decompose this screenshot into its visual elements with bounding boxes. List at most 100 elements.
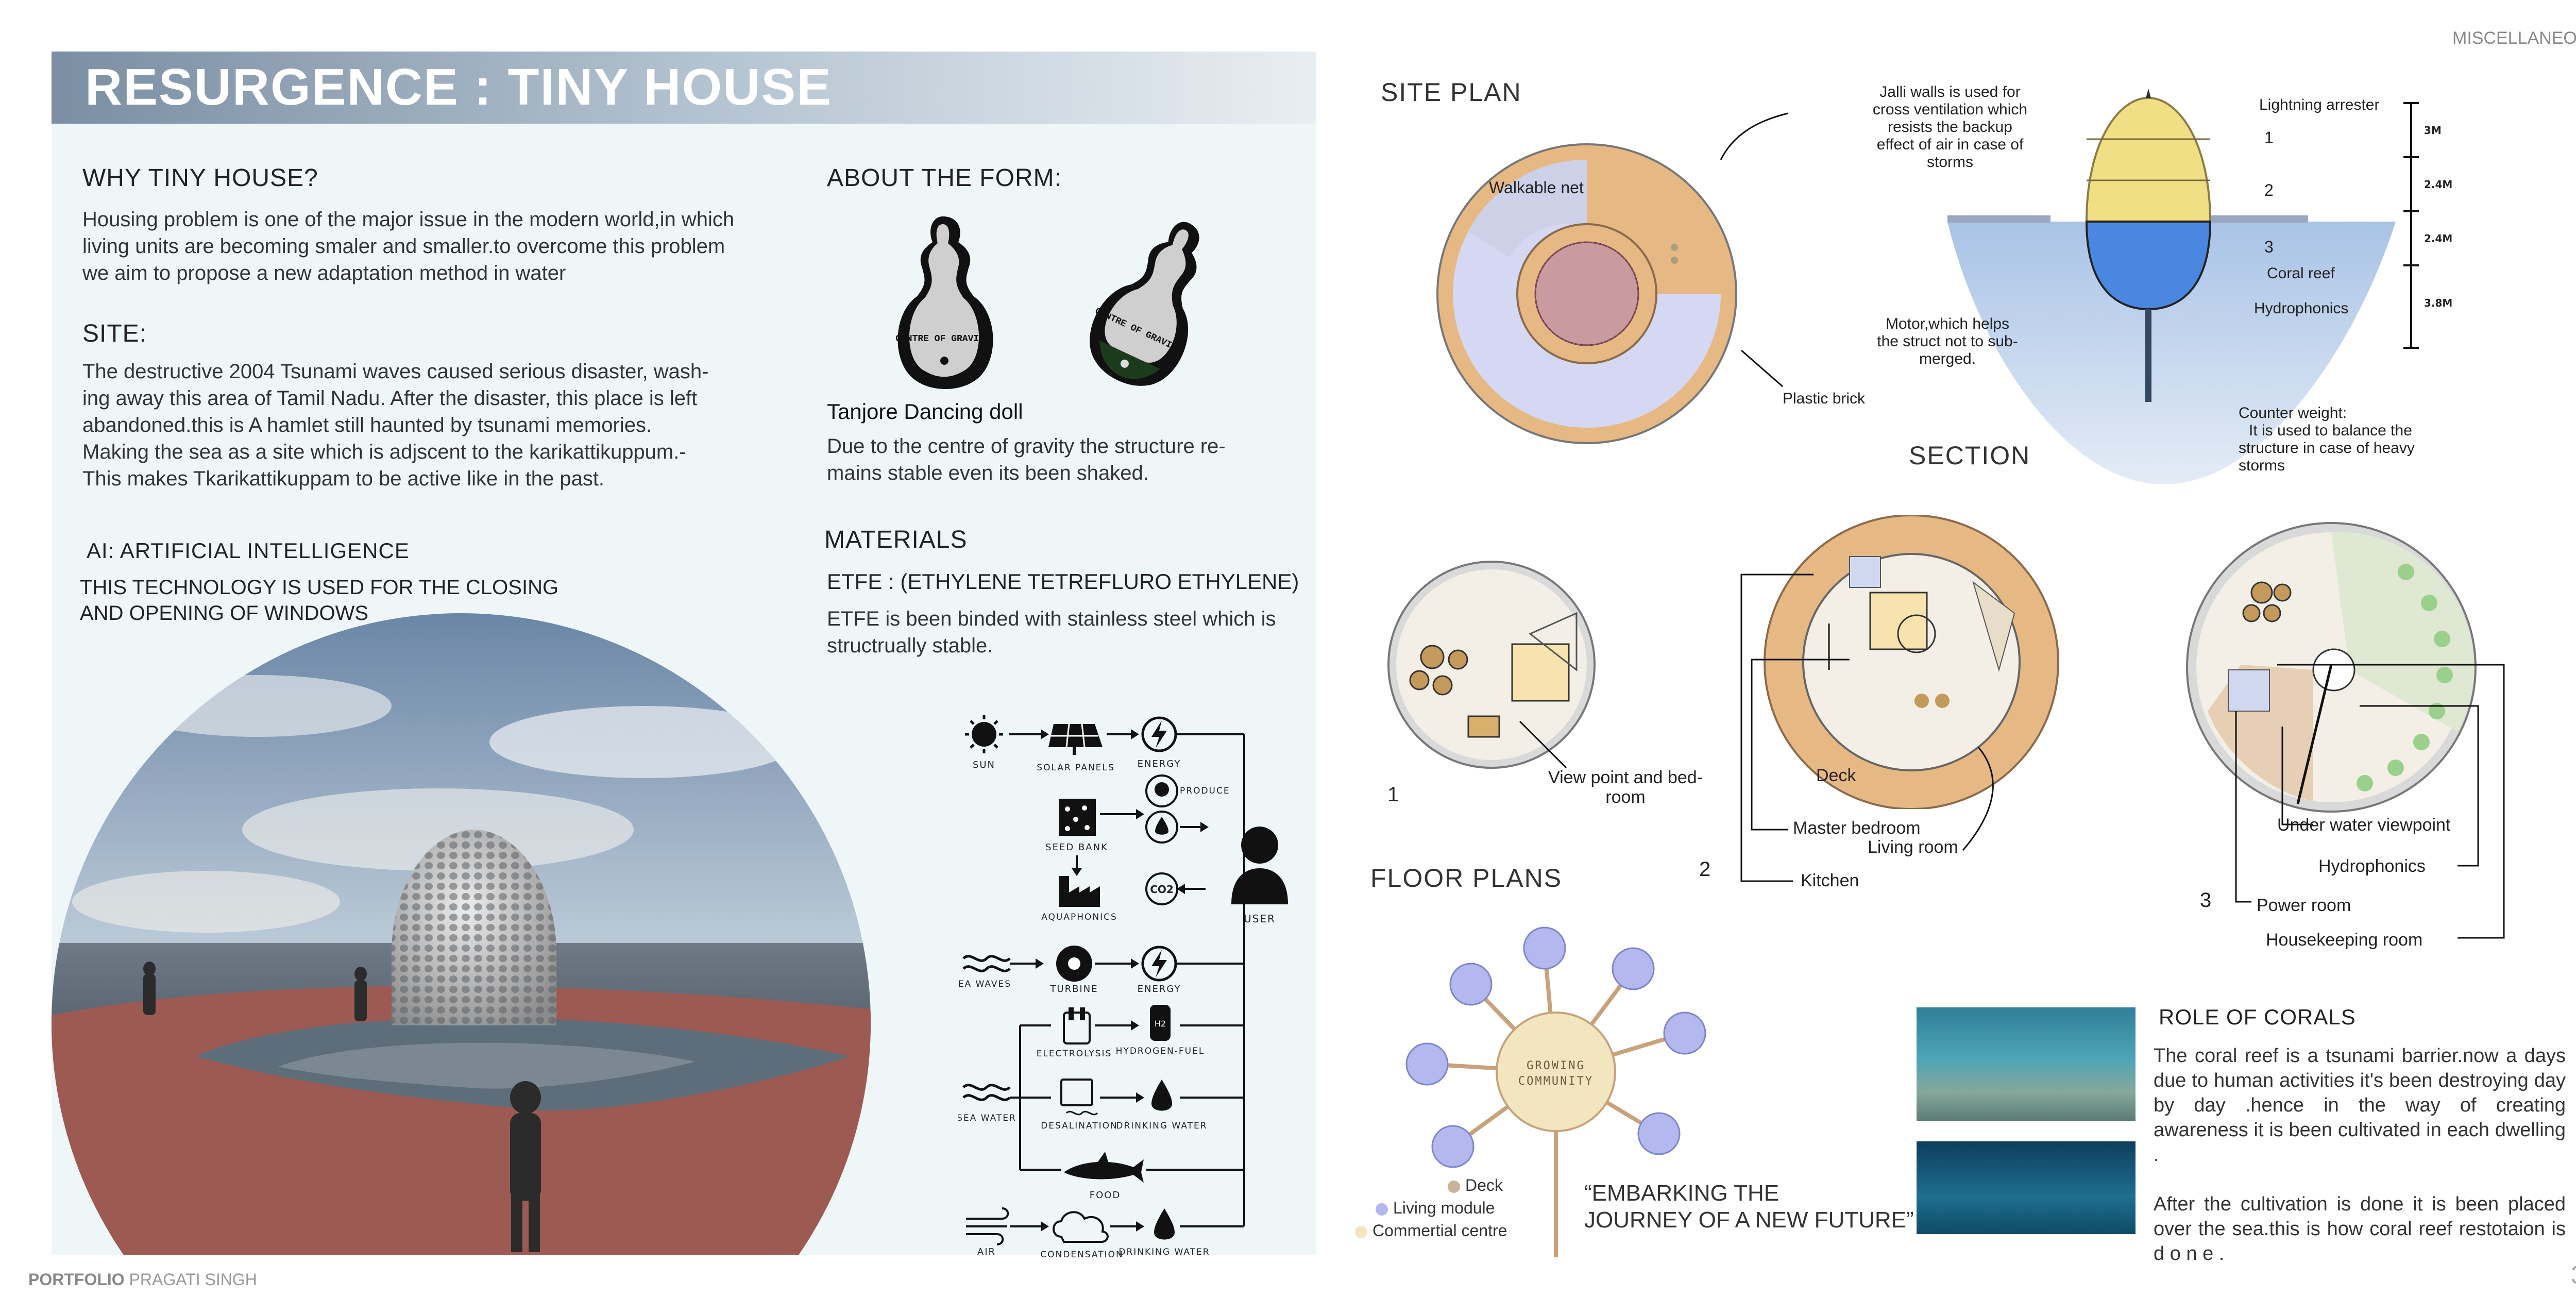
air-label: AIR	[977, 1246, 996, 1257]
quote-line: “EMBARKING THE	[1584, 1181, 1780, 1206]
floor-1-view-label: View point and bed- room	[1530, 768, 1721, 807]
condensation-label: CONDENSATION	[1040, 1250, 1123, 1257]
h2-label: H2	[1155, 1019, 1166, 1029]
floor-1-number: 1	[1387, 783, 1399, 806]
leader-lines	[1720, 112, 1788, 388]
jalli-line: Jalli walls is used for	[1879, 83, 2021, 100]
plastic-brick-label: Plastic brick	[1783, 390, 1866, 407]
page-title: RESURGENCE : TINY HOUSE	[85, 58, 832, 116]
community-legend: Deck Living module Commertial centre	[1355, 1174, 1507, 1242]
jalli-line: storms	[1927, 154, 1973, 171]
form-line: Due to the centre of gravity the structu…	[827, 435, 1226, 458]
electrolysis-icon	[1063, 1007, 1091, 1045]
footer-credit: PORTFOLIO PRAGATI SINGH	[28, 1270, 257, 1289]
user-label: USER	[1244, 913, 1276, 925]
legend-label: Living module	[1393, 1199, 1495, 1217]
energy-label: ENERGY	[1138, 759, 1181, 769]
counter-line: structure in case of heavy	[2239, 440, 2415, 457]
arrow-icon	[1072, 855, 1082, 876]
cloud-icon	[1053, 1211, 1109, 1243]
water-drop-icon	[1151, 1080, 1172, 1111]
dim-label: 2.4M	[2424, 232, 2452, 245]
footer-portfolio-label: PORTFOLIO	[28, 1270, 125, 1289]
site-plan-drawing	[1436, 143, 1737, 444]
floor-plan-3	[2186, 522, 2477, 813]
turbine-icon	[1056, 946, 1092, 982]
user-icon	[1231, 827, 1288, 904]
jalli-line: cross ventilation which	[1872, 101, 2028, 118]
legend-label: Deck	[1465, 1176, 1503, 1194]
community-diagram: GROWING COMMUNITY	[1405, 926, 1706, 1257]
floor-plans-heading: FLOOR PLANS	[1370, 864, 1563, 892]
waves-icon	[962, 955, 1011, 972]
view-line: room	[1605, 787, 1646, 807]
materials-heading: MATERIALS	[824, 526, 968, 553]
site-plan-heading: SITE PLAN	[1381, 78, 1522, 107]
etfe-text: ETFE is been binded with stainless steel…	[827, 605, 1321, 659]
co2-label: CO2	[1150, 883, 1174, 896]
housekeeping-room-label: Housekeeping room	[2266, 930, 2423, 950]
footer-author: PRAGATI SINGH	[129, 1270, 257, 1289]
site-line: ing away this area of Tamil Nadu. After …	[82, 387, 698, 410]
page-number: 36	[2571, 1260, 2576, 1290]
etfe-line: structrually stable.	[827, 634, 993, 657]
floor-3-number: 3	[2200, 889, 2212, 912]
motor-line: merged.	[1919, 350, 1976, 367]
etfe-title: ETFE : (ETHYLENE TETREFLURO ETHYLENE)	[827, 569, 1299, 594]
sun-icon	[965, 715, 1003, 753]
quote-line: JOURNEY OF A NEW FUTURE”	[1584, 1207, 1914, 1233]
render-clip	[52, 613, 927, 1255]
arrow-icon	[1010, 958, 1044, 969]
site-line: Making the sea as a site which is adjsce…	[82, 441, 686, 463]
sea-water-label: SEA WATER	[958, 1113, 1016, 1123]
tanjore-dolls: CENTRE OF GRAVITY CENTRE OF GRAVITY	[895, 216, 1199, 389]
factory-icon	[1059, 876, 1100, 907]
sun-label: SUN	[973, 760, 995, 770]
floor-2-leaders	[1740, 574, 1994, 882]
living-module-swatch	[1376, 1203, 1388, 1216]
hydrogen-label: HYDROGEN-FUEL	[1116, 1046, 1205, 1056]
electrolysis-label: ELECTROLYSIS	[1037, 1049, 1112, 1059]
why-text: Housing problem is one of the major issu…	[82, 208, 735, 284]
shark-icon	[1064, 1152, 1144, 1183]
water-drop-icon	[1154, 1208, 1175, 1240]
site-line: This makes Tkarikattikuppam to be active…	[82, 467, 605, 490]
jalli-walls-label: Jalli walls is used for cross ventilatio…	[1865, 83, 2035, 171]
arrow-icon	[1095, 958, 1139, 969]
motor-label: Motor,which helps the struct not to sub-…	[1870, 315, 2025, 368]
legend-item: Living module	[1355, 1197, 1507, 1219]
level-1-label: 1	[2264, 128, 2274, 147]
motor-line: the struct not to sub-	[1877, 333, 2018, 350]
section-heading: SECTION	[1909, 441, 2031, 470]
hydrophonics-label: Hydrophonics	[2254, 300, 2349, 317]
drinking-water-label-2: DRINKING WATER	[1118, 1247, 1210, 1257]
dimension-bar: 3M 2.4M 2.4M 3.8M	[2403, 102, 2452, 349]
why-heading: WHY TINY HOUSE?	[82, 164, 318, 192]
food-label: FOOD	[1090, 1190, 1121, 1201]
co2-icon: CO2	[1145, 872, 1178, 905]
energy-icon	[1141, 946, 1177, 982]
coral-reef-label: Coral reef	[2267, 265, 2335, 282]
arrow-icon	[1100, 1092, 1144, 1103]
kitchen-label: Kitchen	[1801, 871, 1859, 890]
produce-label: PRODUCE	[1180, 786, 1230, 796]
resource-flow-diagram: SUN SOLAR PANELS ENERGY PRODUCE SEED BAN…	[958, 715, 1288, 1257]
produce-icon	[1145, 774, 1178, 807]
seed-bank-label: SEED BANK	[1045, 842, 1108, 853]
turbine-label: TURBINE	[1049, 984, 1098, 995]
jalli-line: resists the backup	[1888, 119, 2012, 136]
corals-text: The coral reef is a tsunami barrier.now …	[2154, 1043, 2566, 1266]
community-center-label: GROWING	[1527, 1059, 1585, 1072]
floor-2-number: 2	[1699, 858, 1711, 881]
arrow-icon	[1180, 822, 1209, 832]
doll-tilted: CENTRE OF GRAVITY	[1090, 222, 1199, 386]
ai-line: AND OPENING OF WINDOWS	[80, 602, 368, 625]
walkable-net-label: Walkable net	[1489, 178, 1584, 197]
master-bedroom-label: Master bedroom	[1793, 818, 1921, 838]
counter-weight-label: Counter weight: It is used to balance th…	[2239, 405, 2415, 475]
community-center-label: COMMUNITY	[1518, 1075, 1594, 1088]
arrow-icon	[1110, 1221, 1144, 1232]
waves-icon	[962, 1084, 1011, 1101]
floor-3-leaders	[2235, 664, 2505, 939]
hydrophonics-room-label: Hydrophonics	[2318, 856, 2426, 876]
